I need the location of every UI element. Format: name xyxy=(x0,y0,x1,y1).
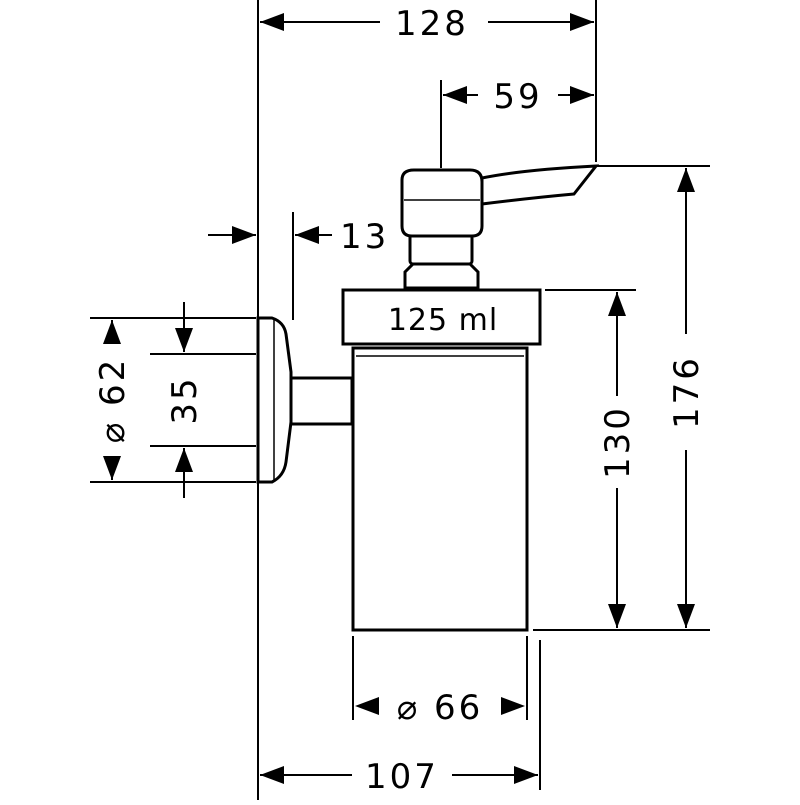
dimension-bottle-height: 130 xyxy=(598,292,638,628)
dimension-label-107: 107 xyxy=(365,757,439,797)
wall-arm xyxy=(289,376,354,426)
dispenser-lid xyxy=(341,288,542,346)
dimension-bracket-height: 35 xyxy=(165,302,205,498)
dimension-wall-offset: 13 xyxy=(208,217,389,257)
pump-neck xyxy=(403,260,480,290)
dimension-overall-width: 128 xyxy=(260,4,594,44)
product-outline xyxy=(256,164,600,632)
dimension-flange-diameter: ⌀ 62 xyxy=(93,320,133,480)
dimension-label-diameter-66: ⌀ 66 xyxy=(397,688,484,728)
dimension-label-176: 176 xyxy=(667,355,707,429)
pump-spout xyxy=(480,164,600,206)
dimension-total-height: 176 xyxy=(667,168,707,628)
glass-bottle xyxy=(351,346,529,632)
dimension-label-diameter-62: ⌀ 62 xyxy=(93,357,133,444)
dimension-label-13: 13 xyxy=(340,217,389,257)
dimension-bottle-diameter: ⌀ 66 xyxy=(355,688,525,728)
dimension-label-130: 130 xyxy=(598,405,638,479)
dimension-total-depth: 107 xyxy=(260,757,538,797)
dimension-label-35: 35 xyxy=(165,375,205,424)
pump-head xyxy=(400,168,484,238)
dimension-spout-length: 59 xyxy=(443,77,594,117)
extension-lines xyxy=(90,0,710,800)
capacity-label: 125 ml xyxy=(388,303,498,338)
dimension-label-59: 59 xyxy=(493,77,542,117)
dimension-label-128: 128 xyxy=(395,4,469,44)
